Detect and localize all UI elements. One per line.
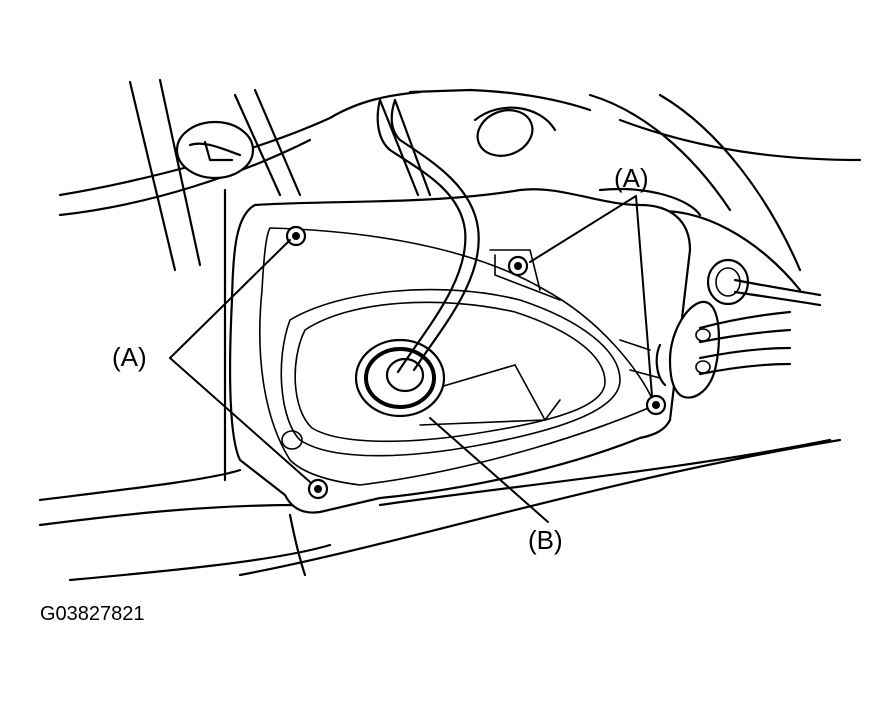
grommet-b <box>354 338 446 418</box>
leader-lines <box>169 195 653 523</box>
side-grommets <box>655 258 822 399</box>
bolt-a-bottom-left <box>307 478 329 500</box>
callout-a-top-right: (A) <box>614 163 649 193</box>
bolt-a-top-left <box>285 225 307 247</box>
callout-b: (B) <box>528 525 563 555</box>
figure-code: G03827821 <box>40 603 145 625</box>
bolt-a-right <box>645 394 667 416</box>
grommet-top-left <box>175 120 255 180</box>
callout-a-left: (A) <box>112 342 147 372</box>
wire-harness-upper <box>376 98 480 374</box>
body-panel-outlines <box>38 78 862 582</box>
mounting-plate <box>228 188 692 514</box>
bolt-a-top-center <box>507 255 529 277</box>
